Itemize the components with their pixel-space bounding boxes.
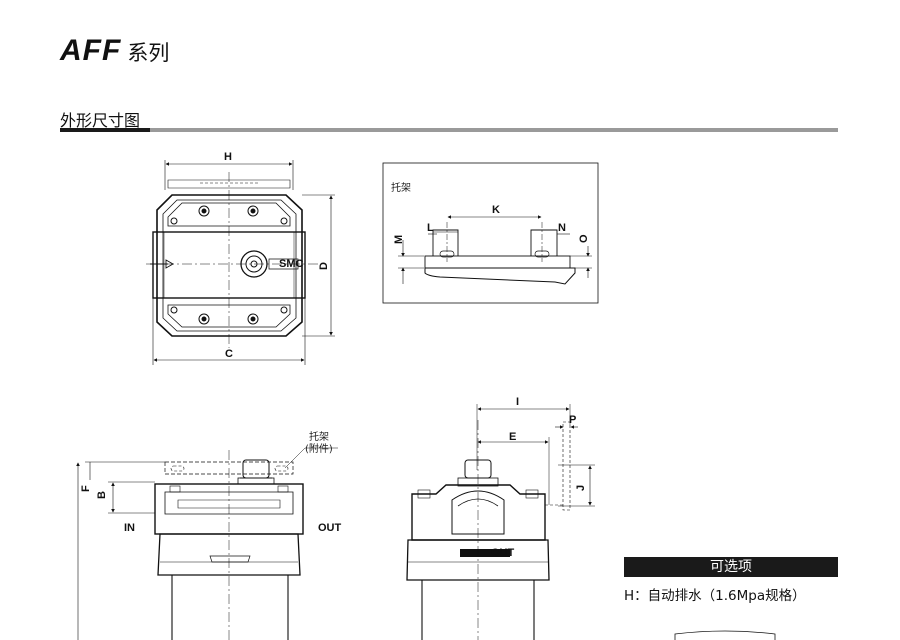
dim-label-m: M xyxy=(393,235,405,244)
dim-label-k: K xyxy=(492,204,500,216)
port-out-label: OUT xyxy=(318,522,342,534)
section-title: 外形尺寸图 xyxy=(60,111,141,130)
options-header: 可选项 xyxy=(624,557,838,577)
dim-label-e: E xyxy=(509,431,516,443)
series-model: AFF xyxy=(60,34,122,67)
dim-label-o: O xyxy=(578,234,590,243)
section-divider-accent xyxy=(60,128,150,132)
dim-label-c: C xyxy=(225,348,233,360)
section-divider xyxy=(60,128,838,132)
series-title: AFF 系列 xyxy=(60,34,169,68)
dim-label-f: F xyxy=(80,485,92,492)
dim-label-d: D xyxy=(318,262,330,270)
dim-label-i: I xyxy=(516,396,519,408)
port-in-label: IN xyxy=(124,522,135,534)
bracket-label: 托架 xyxy=(391,181,411,194)
dim-label-j: J xyxy=(575,485,587,491)
dim-label-h: H xyxy=(224,151,232,163)
bracket-detail xyxy=(382,162,599,304)
series-suffix: 系列 xyxy=(127,41,170,65)
svg-text:SMC: SMC xyxy=(279,258,304,270)
bracket-callout-line2: (附件) xyxy=(305,442,333,455)
side-view xyxy=(406,404,595,640)
dim-label-b: B xyxy=(96,491,108,499)
dim-label-p: P xyxy=(569,414,576,426)
dim-label-n: N xyxy=(558,222,566,234)
front-view xyxy=(76,447,338,640)
body-out-mark: OUT xyxy=(491,547,515,559)
option-item-h: H：自动排水（1.6Mpa规格） xyxy=(624,588,806,604)
option-drawing-partial xyxy=(674,630,776,640)
dim-label-l: L xyxy=(427,222,434,234)
top-view: SMC xyxy=(146,160,335,365)
bracket-callout-line1: 托架 xyxy=(309,430,329,443)
